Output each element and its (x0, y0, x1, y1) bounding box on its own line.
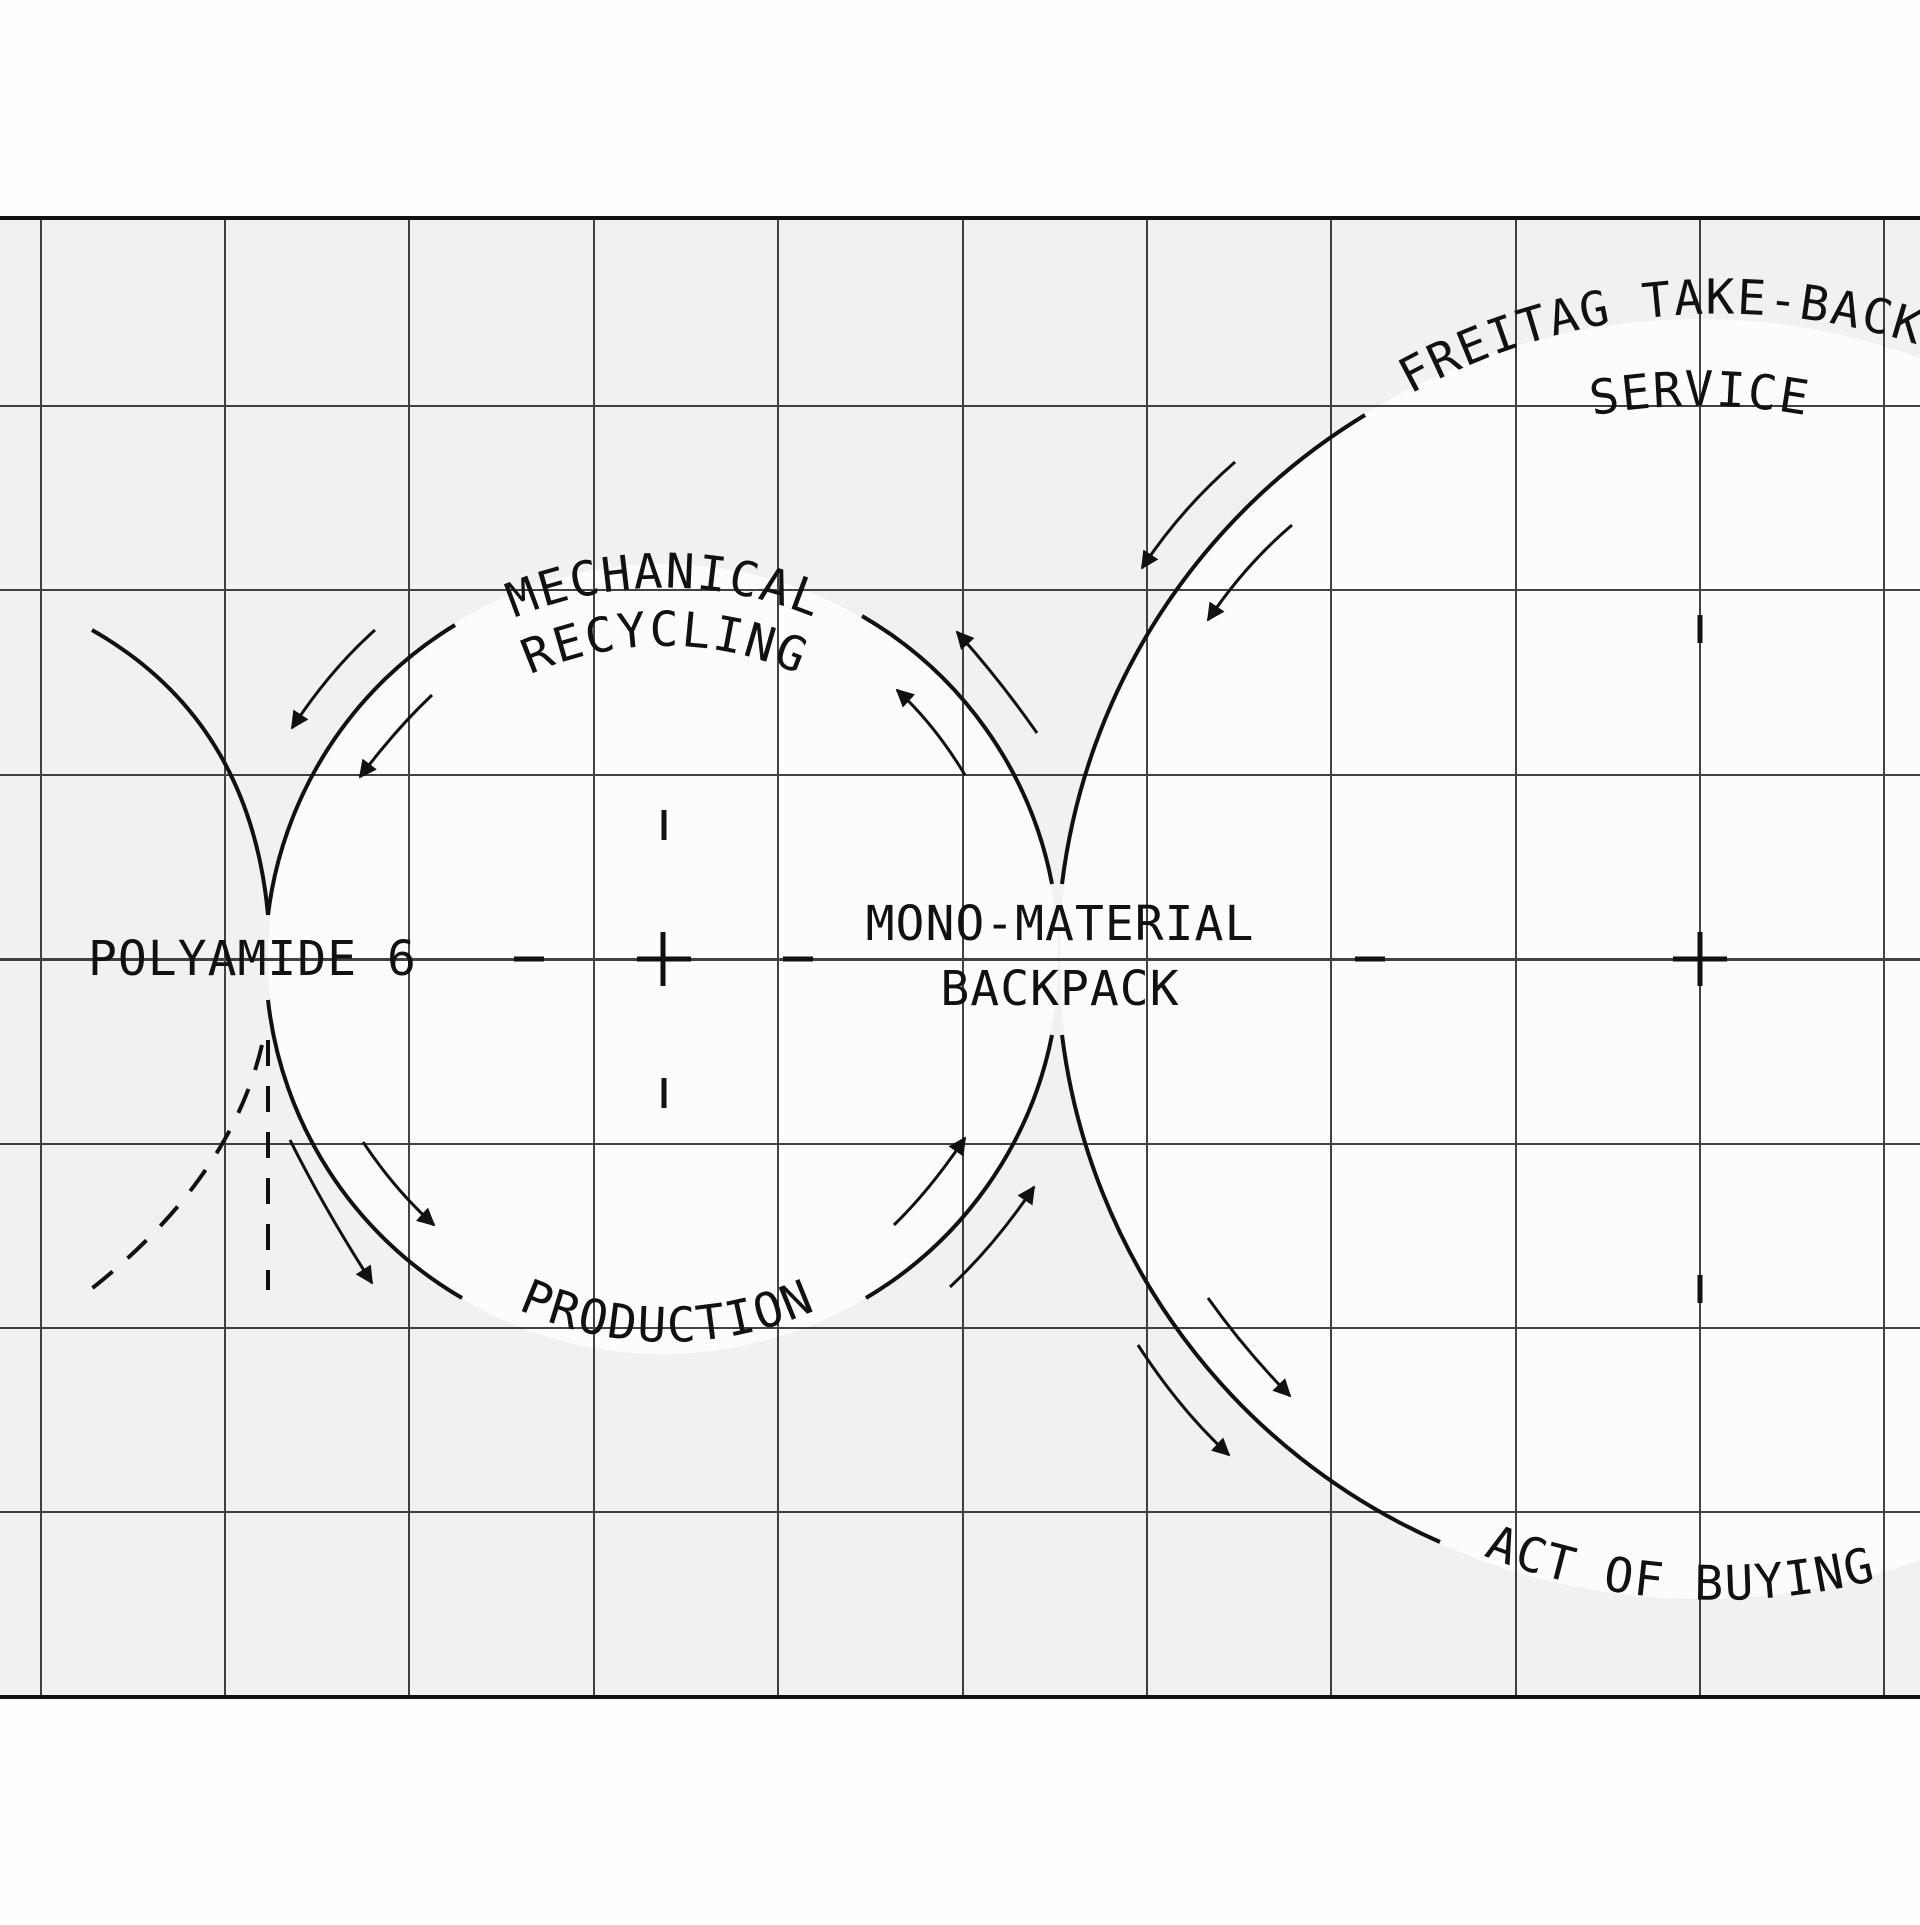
arrow-backpack-to-buying-outer (1136, 1344, 1231, 1457)
outer-cycle-center-cross (1673, 932, 1727, 986)
arrow-backpack-to-recycling-outer (955, 630, 1039, 734)
flow-arrows (288, 460, 1293, 1457)
arrow-takeback-to-backpack-outer (1140, 460, 1236, 570)
arrow-production-to-backpack-inner (892, 1136, 967, 1227)
arrow-polyamide-to-production-inner (361, 1141, 436, 1227)
arrow-backpack-to-buying-inner (1206, 1297, 1292, 1398)
arrow-recycling-to-polyamide-outer (290, 628, 376, 730)
arrow-recycling-to-polyamide-inner (358, 693, 434, 779)
dashed-outflows (88, 1040, 270, 1292)
service-label: SERVICE (1586, 362, 1815, 427)
polyamide-label: POLYAMIDE 6 (88, 931, 417, 987)
inner-arc-upper-right (860, 614, 1054, 885)
backpack-label-line1: MONO-MATERIAL (866, 896, 1255, 952)
inner-arc-upper-left (266, 623, 457, 916)
inner-arc-lower-left (266, 999, 464, 1300)
backpack-label-line2: BACKPACK (940, 961, 1179, 1017)
outer-arc-lower-left (1060, 1034, 1441, 1544)
inner-arc-lower-right (864, 1034, 1054, 1300)
polyamide-inflow-arc (91, 628, 270, 916)
cycle-arcs (91, 413, 1441, 1544)
arrow-polyamide-to-production-outer (288, 1139, 374, 1285)
arrow-backpack-to-recycling-inner (895, 688, 967, 776)
arrow-takeback-to-backpack-inner (1206, 523, 1293, 622)
grid (0, 216, 1920, 1699)
center-markers (514, 615, 1727, 1303)
arrow-production-to-backpack-outer (948, 1185, 1036, 1289)
inner-cycle-center-cross (637, 932, 691, 986)
outer-arc-upper-left (1060, 413, 1367, 885)
dashed-curve (88, 1044, 264, 1292)
